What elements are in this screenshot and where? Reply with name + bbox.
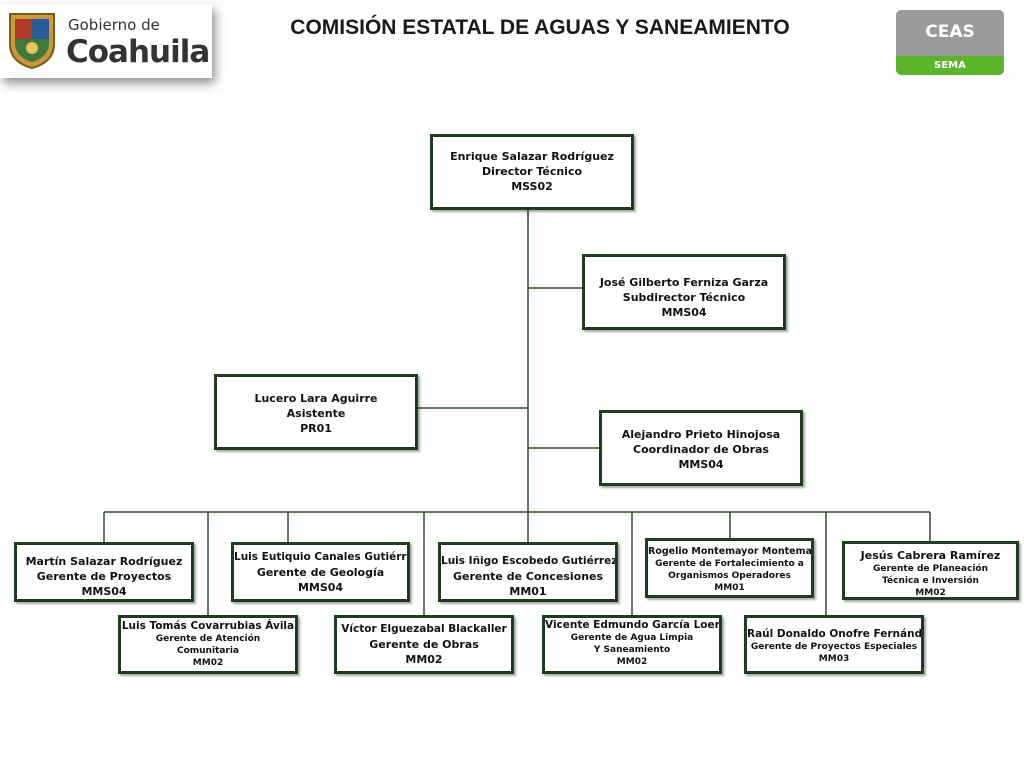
name: Martín Salazar Rodríguez bbox=[25, 555, 183, 568]
code: MM03 bbox=[818, 654, 850, 664]
role: Gerente de Agua Limpia bbox=[570, 633, 694, 643]
role: Gerente de Proyectos Especiales bbox=[750, 642, 918, 652]
role-line-2: Y Saneamiento bbox=[593, 645, 671, 655]
org-box-atencion: Luis Tomás Covarrubias Ávila Gerente de … bbox=[118, 615, 298, 674]
ceas-logo-text: CEAS bbox=[896, 10, 1004, 56]
name: Rogelio Montemayor Montemayor bbox=[648, 546, 814, 557]
role: Gerente de Concesiones bbox=[452, 570, 604, 583]
name: Luis Eutiquio Canales Gutiérrez bbox=[234, 551, 410, 563]
code: MSS02 bbox=[511, 180, 553, 193]
name: Jesús Cabrera Ramírez bbox=[860, 549, 1001, 562]
code: MM02 bbox=[915, 588, 946, 598]
coahuila-seal-icon bbox=[9, 13, 55, 70]
gobierno-coahuila-logo: Gobierno de Coahuila bbox=[0, 4, 212, 78]
role: Asistente bbox=[286, 407, 346, 420]
code: MMS04 bbox=[297, 581, 344, 594]
page-title: COMISIÓN ESTATAL DE AGUAS Y SANEAMIENTO bbox=[290, 16, 790, 39]
name: Alejandro Prieto Hinojosa bbox=[621, 428, 781, 441]
logo-line-1: Gobierno de bbox=[68, 16, 160, 34]
code: MMS04 bbox=[661, 306, 707, 319]
role-line-2: Organismos Operadores bbox=[668, 571, 791, 581]
code: MM02 bbox=[405, 653, 443, 666]
role: Gerente de Atención bbox=[155, 634, 261, 644]
org-box-fortalecimiento: Rogelio Montemayor Montemayor Gerente de… bbox=[645, 538, 814, 598]
name: Lucero Lara Aguirre bbox=[254, 392, 378, 405]
org-box-geologia: Luis Eutiquio Canales Gutiérrez Gerente … bbox=[231, 542, 410, 602]
role: Subdirector Técnico bbox=[622, 291, 746, 304]
role: Gerente de Fortalecimiento a bbox=[655, 559, 804, 569]
role: Director Técnico bbox=[481, 165, 583, 178]
org-box-especiales: Raúl Donaldo Onofre Fernández Gerente de… bbox=[744, 615, 924, 674]
name: Luis Iñigo Escobedo Gutiérrez bbox=[441, 555, 618, 567]
role: Gerente de Geología bbox=[256, 566, 385, 579]
code: MM01 bbox=[509, 585, 547, 598]
role: Gerente de Proyectos bbox=[36, 570, 172, 583]
role-line-2: Comunitaria bbox=[176, 646, 240, 656]
sema-logo-text: SEMA bbox=[896, 56, 1004, 75]
org-box-director: Enrique Salazar Rodríguez Director Técni… bbox=[430, 134, 634, 210]
name: José Gilberto Ferniza Garza bbox=[599, 276, 769, 289]
code: MMS04 bbox=[81, 585, 127, 598]
code: PR01 bbox=[300, 422, 332, 435]
name: Luis Tomás Covarrubias Ávila bbox=[121, 620, 295, 632]
code: MM01 bbox=[714, 583, 745, 593]
role: Coordinador de Obras bbox=[633, 443, 769, 456]
role-line-2: Técnica e Inversión bbox=[882, 576, 979, 586]
org-box-subdirector: José Gilberto Ferniza Garza Subdirector … bbox=[582, 254, 786, 330]
name: Vicente Edmundo García Loera bbox=[545, 619, 722, 631]
org-box-concesiones: Luis Iñigo Escobedo Gutiérrez Gerente de… bbox=[438, 542, 618, 602]
org-box-coordinador: Alejandro Prieto Hinojosa Coordinador de… bbox=[599, 410, 803, 486]
code: MM02 bbox=[192, 658, 224, 668]
name: Víctor Elguezabal Blackaller bbox=[341, 623, 507, 635]
ceas-logo: CEAS SEMA bbox=[896, 10, 1004, 75]
role: Gerente de Planeación bbox=[872, 564, 988, 574]
org-box-planeacion: Jesús Cabrera Ramírez Gerente de Planeac… bbox=[842, 541, 1019, 600]
org-box-asistente: Lucero Lara Aguirre Asistente PR01 bbox=[214, 374, 418, 450]
logo-line-2: Coahuila bbox=[66, 34, 210, 70]
name: Raúl Donaldo Onofre Fernández bbox=[747, 628, 924, 640]
name: Enrique Salazar Rodríguez bbox=[450, 150, 614, 163]
role: Gerente de Obras bbox=[369, 638, 479, 651]
code: MM02 bbox=[616, 657, 648, 667]
org-box-obras: Víctor Elguezabal Blackaller Gerente de … bbox=[334, 615, 514, 674]
code: MMS04 bbox=[678, 458, 724, 471]
org-box-proyectos: Martín Salazar Rodríguez Gerente de Proy… bbox=[14, 542, 194, 602]
org-box-agua: Vicente Edmundo García Loera Gerente de … bbox=[542, 615, 722, 674]
